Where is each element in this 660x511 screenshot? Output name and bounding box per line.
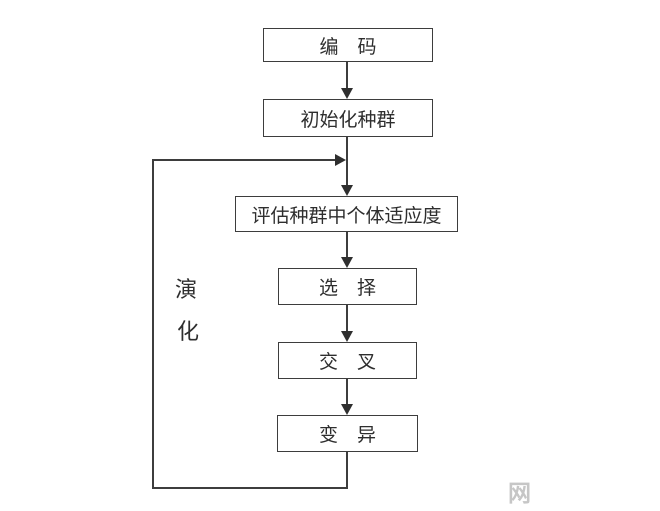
loop-label-char-evolution-1: 演: [175, 277, 198, 302]
arrowhead-down-icon: [341, 331, 353, 342]
flow-node-evaluate-fitness: 评估种群中个体适应度: [235, 196, 458, 232]
loop-segment-top: [152, 159, 336, 161]
watermark-brand-logo: 网易号: [508, 480, 532, 506]
loop-segment-left: [152, 159, 154, 489]
connector-evaluate-to-selection: [346, 232, 348, 258]
arrowhead-down-icon: [341, 404, 353, 415]
arrowhead-down-icon: [341, 88, 353, 99]
connector-crossover-to-mutation: [346, 379, 348, 405]
flow-node-initialize-population: 初始化种群: [263, 99, 433, 137]
loop-segment-bottom: [152, 487, 348, 489]
arrowhead-down-icon: [341, 257, 353, 268]
flow-node-crossover: 交 叉: [278, 342, 417, 379]
connector-selection-to-crossover: [346, 305, 348, 332]
arrowhead-down-icon: [341, 185, 353, 196]
connector-init-to-evaluate: [346, 137, 348, 186]
loop-label-char-evolution-2: 化: [177, 319, 200, 344]
loop-segment-down: [346, 452, 348, 489]
flow-node-mutation: 变 异: [277, 415, 418, 452]
arrowhead-right-icon: [335, 154, 346, 166]
connector-encode-to-init: [346, 62, 348, 90]
flow-node-encode: 编 码: [263, 28, 433, 62]
flow-node-selection: 选 择: [278, 268, 417, 305]
watermark: 网易号 ｜ deephub: [508, 474, 660, 511]
